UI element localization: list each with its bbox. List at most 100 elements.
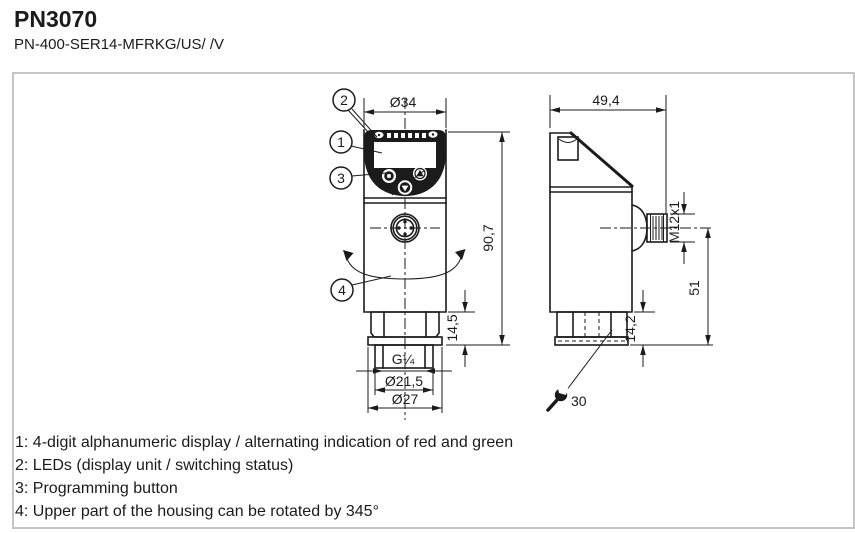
dim-width: Ø34 — [363, 94, 447, 128]
callout-4-number: 4 — [338, 282, 346, 298]
process-connection-front — [367, 311, 443, 369]
arrowhead — [705, 228, 711, 238]
hex-nut-side — [556, 311, 628, 338]
arrowhead — [462, 345, 468, 355]
dim-thread-label: G¼ — [392, 351, 415, 367]
dim-connector-thread-label: M12x1 — [666, 201, 682, 243]
connector-ring-mid — [392, 215, 418, 241]
up-button-ring — [414, 167, 426, 180]
connector-pin — [403, 220, 407, 224]
thread-stub — [374, 344, 434, 369]
dim-height: 90,7 — [446, 131, 510, 346]
connector-pin — [409, 226, 413, 230]
dim-depth-label: 49,4 — [592, 92, 619, 108]
leader-line — [351, 172, 387, 177]
led-corner-right-dot — [431, 133, 435, 136]
leader-line — [351, 108, 378, 138]
legend-item-2: 2: LEDs (display unit / switching status… — [15, 457, 294, 474]
led-segment — [408, 133, 412, 138]
process-connection-side — [554, 311, 629, 346]
arrowhead — [462, 302, 468, 312]
callouts: 2 1 3 4 — [329, 88, 392, 302]
dim-thread: G¼ — [356, 351, 452, 374]
led-segment — [415, 133, 419, 138]
connector-ring-inner — [395, 218, 415, 238]
side-button-profile — [557, 136, 579, 161]
arrowhead — [375, 387, 385, 393]
wrench-size-label: 30 — [571, 393, 587, 409]
led-row — [374, 131, 438, 139]
dim-hex-width: Ø27 — [367, 347, 443, 413]
leader-line — [350, 145, 383, 154]
dim-connector-height: 51 — [630, 228, 713, 346]
callout-3-number: 3 — [337, 170, 345, 186]
mode-button-square — [387, 174, 391, 178]
dim-thread-diameter: Ø21,5 — [374, 368, 434, 395]
led-corner-left-dot — [377, 133, 381, 137]
side-display-slant — [569, 131, 634, 188]
callout-4-circle — [330, 278, 354, 302]
dim-height-label: 90,7 — [480, 224, 496, 251]
page-title: PN3070 — [14, 6, 98, 32]
arrowhead — [432, 405, 442, 411]
rotation-arrowhead-left — [343, 250, 354, 261]
dim-hex-width-label: Ø27 — [392, 391, 419, 407]
arrowhead — [436, 109, 446, 115]
side-body-outline — [549, 132, 633, 313]
arrowhead — [499, 335, 505, 345]
dim-collar-front: 14,5 — [444, 290, 475, 367]
arrowhead — [705, 335, 711, 345]
rotation-arrow — [343, 249, 466, 280]
rotation-arrowhead-right — [455, 249, 466, 260]
product-code: PN-400-SER14-MFRKG/US/ /V — [14, 36, 225, 53]
dim-width-label: Ø34 — [390, 94, 417, 110]
dim-connector-height-label: 51 — [686, 280, 702, 296]
arrowhead — [640, 302, 646, 312]
dim-collar-side: 14,2 — [622, 290, 655, 367]
wrench-icon — [546, 384, 569, 412]
arrowhead — [640, 345, 646, 355]
led-segment — [387, 133, 391, 138]
legend-item-1: 1: 4-digit alphanumeric display / altern… — [15, 434, 514, 451]
callout-1-number: 1 — [337, 134, 345, 150]
down-arrow-icon — [401, 185, 409, 192]
connector-pin — [397, 226, 401, 230]
wrench-size-note: 30 — [546, 329, 613, 412]
arrowhead — [550, 107, 560, 113]
callout-1-circle — [329, 130, 353, 154]
side-button-dome — [558, 138, 578, 143]
display-window — [374, 142, 436, 168]
arrowhead — [368, 405, 378, 411]
led-segment — [422, 133, 426, 138]
dim-thread-diameter-label: Ø21,5 — [385, 373, 423, 389]
legend-item-4: 4: Upper part of the housing can be rota… — [15, 503, 379, 520]
connector-ring-outer — [390, 213, 420, 243]
callout-2-circle — [332, 88, 356, 112]
led-segment — [394, 133, 398, 138]
legend-item-3: 3: Programming button — [15, 480, 178, 497]
arrowhead — [681, 204, 687, 214]
washer-side — [554, 336, 629, 346]
leader-line — [351, 275, 392, 286]
front-view: Ø34 90,7 14,5 G¼ — [329, 88, 510, 420]
dim-depth: 49,4 — [549, 92, 667, 213]
leader-line — [347, 109, 370, 134]
programming-buttons — [382, 166, 427, 197]
legend: 1: 4-digit alphanumeric display / altern… — [15, 431, 513, 523]
dim-connector-thread: M12x1 — [666, 192, 695, 264]
connector-front — [390, 213, 420, 243]
arrowhead — [364, 109, 374, 115]
callout-2-number: 2 — [340, 92, 348, 108]
leader-line — [565, 329, 613, 392]
connector-pin — [403, 232, 407, 236]
rotation-arc — [345, 253, 463, 280]
callout-3-circle — [329, 166, 353, 190]
side-view: 49,4 M12x1 51 14,2 — [546, 92, 713, 412]
dim-collar-side-label: 14,2 — [622, 315, 638, 342]
arrowhead — [423, 387, 433, 393]
dim-collar-front-label: 14,5 — [444, 314, 460, 341]
arrowhead — [656, 107, 666, 113]
connector-side — [600, 204, 712, 252]
arrowhead — [681, 242, 687, 252]
